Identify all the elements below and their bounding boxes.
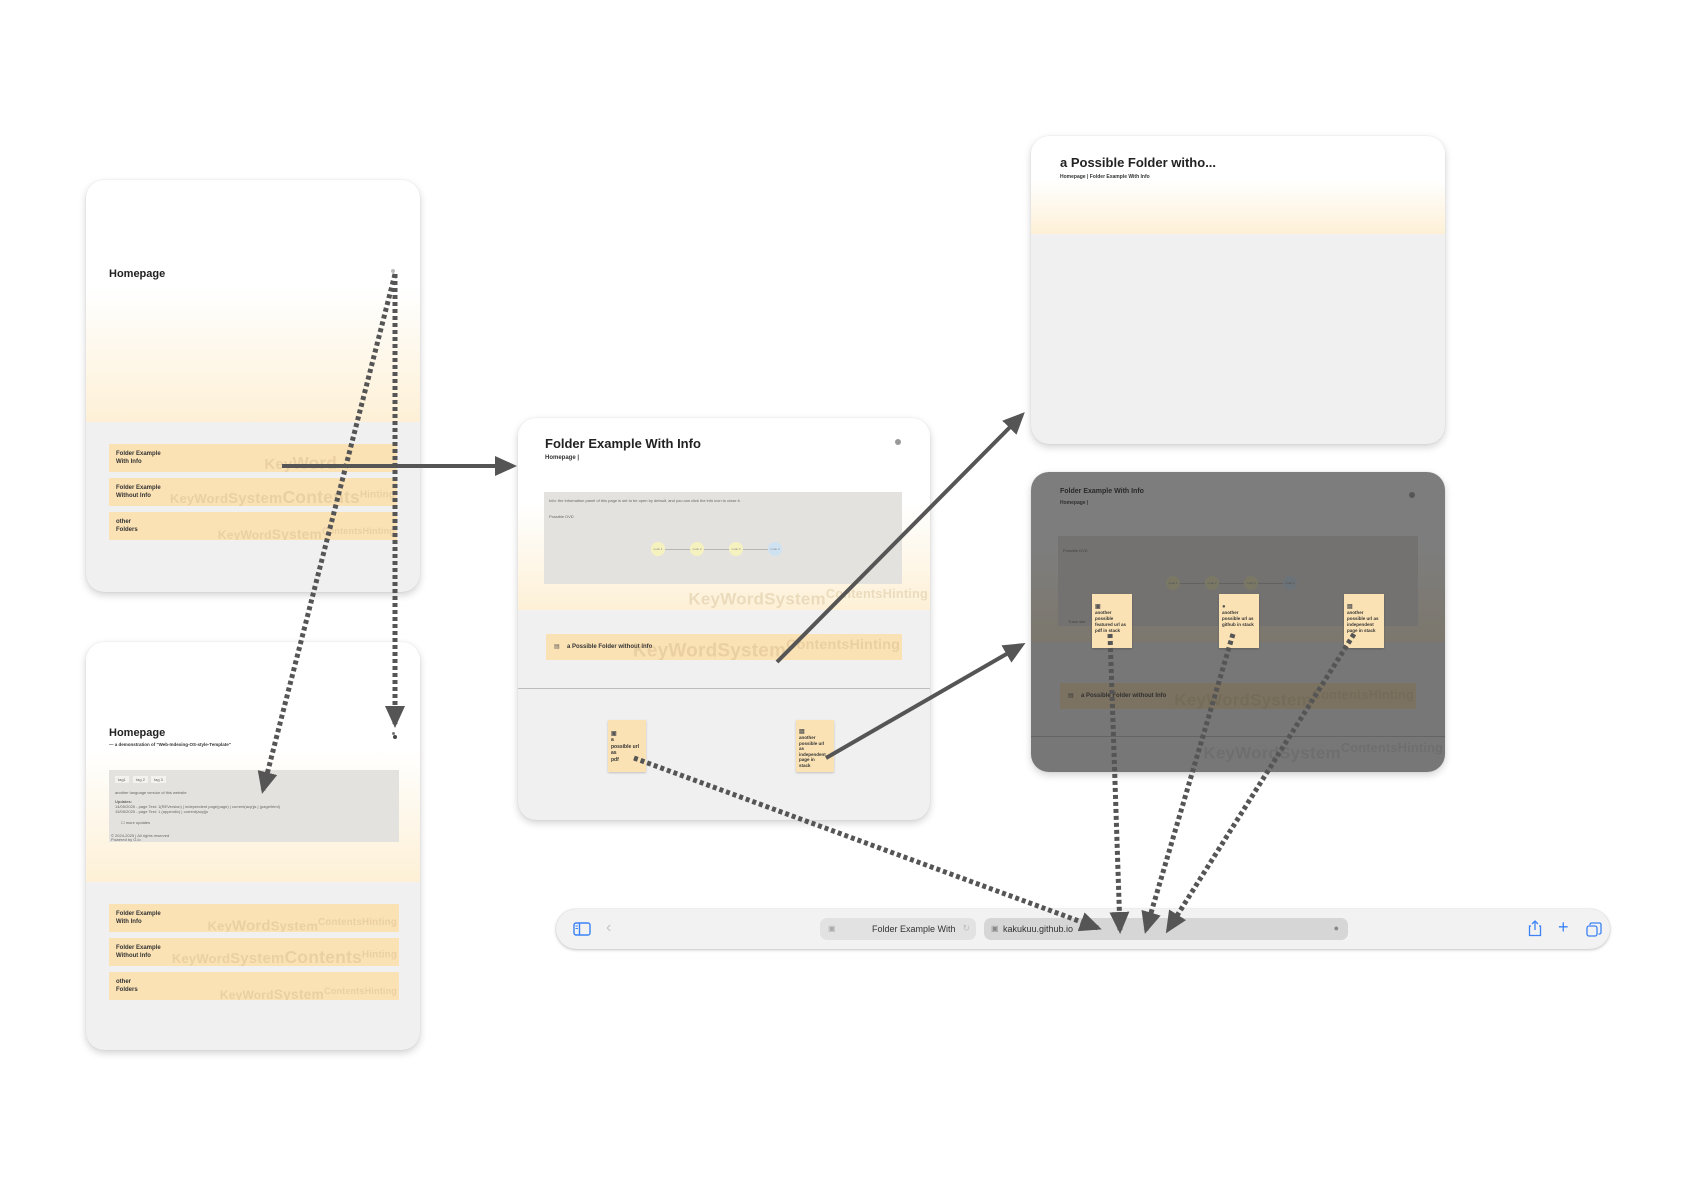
more-updates-toggle[interactable]: ☐ more updates	[121, 820, 151, 825]
folder-icon: ▤	[554, 644, 560, 650]
footer-line: © 2024-2025 | All rights reserved	[111, 833, 170, 838]
info-line: 15/05/2025 - page Test: 1 (appendix) | c…	[115, 809, 209, 814]
folder-bar-without-info[interactable]: Folder Example Without Info KeyWordSyste…	[109, 478, 397, 506]
tab-title: Folder Example With	[872, 924, 956, 934]
flow-node[interactable]: node 1	[651, 542, 665, 556]
info-toggle-dot[interactable]	[391, 269, 395, 273]
arrow-solid	[825, 643, 1026, 760]
keyword-watermark: KeyWordSystemContentsHinting	[171, 947, 397, 966]
tag[interactable]: tag 3	[151, 776, 166, 783]
section-divider	[518, 688, 930, 689]
folder-label: a Possible Folder without Info	[567, 644, 653, 650]
page-title: a Possible Folder witho...	[1060, 155, 1217, 170]
page-icon: ▤	[1347, 604, 1353, 610]
info-panel: Info: the information panel of this page…	[544, 492, 902, 584]
reload-icon[interactable]: ↻	[962, 923, 970, 933]
keyword-watermark: KeyWordSystemContentsHinting	[217, 526, 395, 540]
folder-label: Folder Example With Info	[116, 911, 161, 925]
flow-node[interactable]: node 4	[768, 542, 782, 556]
dvd-label: Possible DVD	[549, 514, 574, 519]
flow-node[interactable]: node 2	[690, 542, 704, 556]
info-line: Updates:	[115, 799, 133, 804]
homepage-card-info-open: Homepage — a demonstration of "Web-Index…	[86, 642, 420, 1050]
info-line: 14/05/2025 - page Test: 1(REVersion) | i…	[115, 804, 280, 809]
footer-line: Powered by G.io	[111, 837, 141, 842]
page-icon: ▤	[799, 728, 805, 735]
keyword-watermark: KeyWordSystemContentsHinting	[169, 487, 395, 506]
page-title: Homepage	[109, 727, 166, 739]
sticky-text: another possible url as github in stack	[1222, 610, 1254, 627]
info-panel: tag1 tag 2 tag 3 another language versio…	[109, 770, 399, 842]
pdf-icon: ▣	[1095, 604, 1101, 610]
page-title: Homepage	[109, 268, 166, 280]
possible-folder-card: a Possible Folder witho... Homepage | Fo…	[1031, 136, 1445, 444]
arrow-dotted	[1165, 632, 1357, 934]
arrow-dotted	[633, 755, 1102, 932]
sticky-note-pdf[interactable]: ▣another possible featured url as pdf in…	[1092, 594, 1132, 648]
tab-favicon: ▣	[828, 924, 836, 933]
page-header-gradient	[86, 642, 420, 882]
folder-label: Folder Example With Info	[116, 451, 161, 465]
keyword-watermark: KeyWordSystemContentsHinting	[632, 636, 900, 660]
info-toggle-dot[interactable]	[392, 732, 395, 735]
sticky-note-github[interactable]: ●another possible url as github in stack	[1219, 594, 1259, 648]
arrow-solid	[775, 412, 1025, 664]
keyword-watermark: KeyWordSystemContentsHinting	[207, 916, 397, 932]
folder-bar-other[interactable]: other Folders KeyWordSystemContentsHinti…	[109, 972, 399, 1000]
arrow-dotted	[1141, 633, 1236, 934]
github-icon: ●	[1222, 604, 1226, 610]
sticky-text: another possible featured url as pdf in …	[1095, 610, 1127, 633]
sticky-note-pdf[interactable]: ▣a possible url as pdf	[608, 720, 646, 772]
arrow-endpoint	[393, 735, 397, 739]
folder-with-info-card: Folder Example With Info Homepage | Info…	[518, 418, 930, 820]
arrow-dotted	[1107, 633, 1130, 934]
sticky-text: another possible url as independent page…	[799, 735, 826, 768]
page-header-gradient	[1031, 136, 1445, 234]
keyword-watermark: KeyWordSystemContentsHinting	[688, 586, 928, 609]
arrow-dotted	[257, 273, 398, 794]
info-toggle-dot[interactable]	[895, 439, 901, 445]
folder-bar-without-info[interactable]: Folder Example Without Info KeyWordSyste…	[109, 938, 399, 966]
tab-inactive[interactable]: ▣ Folder Example With ↻	[820, 918, 976, 940]
page-header-gradient	[86, 180, 420, 422]
pdf-icon: ▣	[611, 730, 617, 737]
page-title: Folder Example With Info	[545, 436, 701, 451]
page-subtitle: — a demonstration of "Web-Indexing-OS-st…	[109, 742, 231, 747]
info-text: Info: the information panel of this page…	[549, 498, 741, 503]
sidebar-icon[interactable]	[573, 922, 591, 938]
breadcrumb[interactable]: Homepage |	[545, 455, 580, 461]
tabs-overview-icon[interactable]	[1586, 922, 1602, 940]
sticky-note-page[interactable]: ▤another possible url as independent pag…	[796, 720, 834, 772]
url-text: kakukuu.github.io	[1003, 924, 1074, 934]
tag[interactable]: tag 2	[133, 776, 148, 783]
homepage-card-top: Homepage Folder Example With Info KeyWor…	[86, 180, 420, 592]
tag[interactable]: tag1	[115, 776, 129, 783]
folder-bar-other[interactable]: other Folders KeyWordSystemContentsHinti…	[109, 512, 397, 540]
folder-label: other Folders	[116, 979, 138, 993]
folder-label: Folder Example Without Info	[116, 485, 161, 499]
folder-label: Folder Example Without Info	[116, 945, 161, 959]
folder-label: other Folders	[116, 519, 138, 533]
folder-bar-possible-folder[interactable]: ▤ a Possible Folder without Info KeyWord…	[546, 634, 902, 660]
sticky-note-page[interactable]: ▤another possible url as independent pag…	[1344, 594, 1384, 648]
sticky-text: another possible url as independent page…	[1347, 610, 1379, 633]
lock-icon: ▣	[991, 924, 999, 933]
folder-bar-with-info[interactable]: Folder Example With Info KeyWordSystemCo…	[109, 904, 399, 932]
info-line[interactable]: another language version of this website	[115, 790, 187, 795]
microphone-icon[interactable]: ●	[1333, 923, 1339, 933]
keyword-watermark: KeyWordSystemContentsHinting	[219, 986, 397, 1000]
flow-node[interactable]: node 3	[729, 542, 743, 556]
sticky-text: a possible url as pdf	[611, 737, 640, 763]
breadcrumb[interactable]: Homepage | Folder Example With Info	[1060, 174, 1150, 180]
share-icon[interactable]	[1528, 920, 1542, 939]
back-icon[interactable]: ‹	[606, 919, 612, 936]
new-tab-icon[interactable]: +	[1558, 917, 1569, 937]
node-connector	[659, 549, 779, 550]
